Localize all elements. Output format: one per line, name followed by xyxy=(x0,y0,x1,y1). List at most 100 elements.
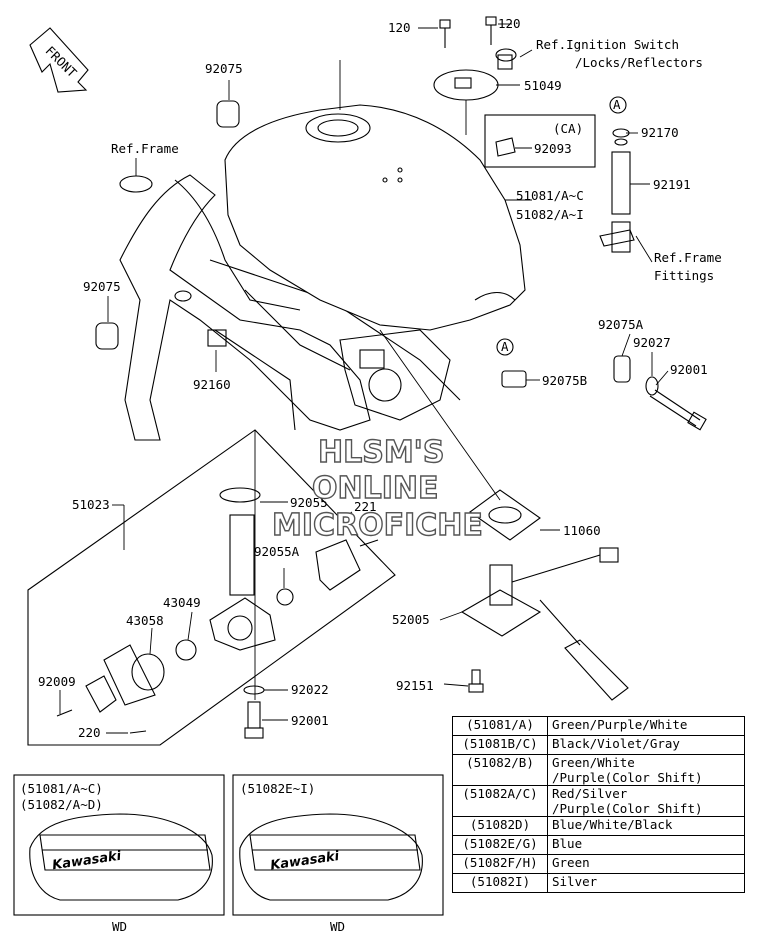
color-name: Green xyxy=(547,854,745,874)
label-43058: 43058 xyxy=(126,613,164,628)
ca-box xyxy=(484,114,596,168)
table-row: (51082I)Silver xyxy=(452,873,745,893)
bolt-120-left xyxy=(439,19,451,48)
label-92022: 92022 xyxy=(291,682,329,697)
color-name: Blue/White/Black xyxy=(547,816,745,836)
label-92170: 92170 xyxy=(641,125,679,140)
part-92075a xyxy=(613,355,631,383)
front-arrow-icon xyxy=(29,27,89,93)
label-51049: 51049 xyxy=(524,78,562,93)
watermark-line-2: ONLINE xyxy=(312,471,439,506)
color-code: (51082F/H) xyxy=(452,854,548,874)
label-51081: 51081/A~C xyxy=(516,188,584,203)
label-ref-frame-fittings-2: Fittings xyxy=(654,268,714,283)
part-92055a xyxy=(276,588,294,606)
decal-2-caption: WD xyxy=(330,919,345,934)
table-row: (51082E/G)Blue xyxy=(452,835,745,855)
table-row: (51082D)Blue/White/Black xyxy=(452,816,745,836)
label-ca: (CA) xyxy=(553,121,583,136)
label-92075-top: 92075 xyxy=(205,61,243,76)
decal-box-2 xyxy=(232,774,444,916)
part-92027 xyxy=(645,376,659,396)
label-92191: 92191 xyxy=(653,177,691,192)
gasket-11060 xyxy=(469,489,541,541)
label-11060: 11060 xyxy=(563,523,601,538)
label-92027: 92027 xyxy=(633,335,671,350)
washer-92022 xyxy=(243,685,265,695)
label-92093: 92093 xyxy=(534,141,572,156)
label-92075-left: 92075 xyxy=(83,279,121,294)
part-92055 xyxy=(219,487,261,503)
label-51082: 51082/A~I xyxy=(516,207,584,222)
part-92093 xyxy=(495,137,516,157)
color-name: Blue xyxy=(547,835,745,855)
color-name: Green/Purple/White xyxy=(547,716,745,736)
watermark-line-1: HLSM'S xyxy=(318,435,444,470)
color-code: (51081B/C) xyxy=(452,735,548,755)
hose-92191 xyxy=(599,96,635,253)
label-92055: 92055 xyxy=(290,495,328,510)
color-code: (51081/A) xyxy=(452,716,548,736)
cap-51049 xyxy=(433,69,499,101)
bolt-120-right xyxy=(485,16,497,45)
color-code: (51082I) xyxy=(452,873,548,893)
decal-1-shape xyxy=(29,813,213,901)
decal-2-shape xyxy=(239,813,423,901)
label-120-right: 120 xyxy=(498,16,521,31)
decal-1-caption: WD xyxy=(112,919,127,934)
color-code: (51082D) xyxy=(452,816,548,836)
color-code: (51082A/C) xyxy=(452,785,548,817)
knob xyxy=(85,675,117,713)
part-221-cover xyxy=(315,539,361,591)
bolt-92151 xyxy=(468,669,484,693)
lock-cylinder xyxy=(495,48,517,70)
color-name: Red/Silver /Purple(Color Shift) xyxy=(547,785,745,817)
label-ref-ignition: Ref.Ignition Switch xyxy=(536,37,679,52)
tank-underside xyxy=(339,329,451,421)
color-name: Black/Violet/Gray xyxy=(547,735,745,755)
label-43049: 43049 xyxy=(163,595,201,610)
decal-1-line-1: (51081/A~C) xyxy=(20,781,103,796)
label-92160: 92160 xyxy=(193,377,231,392)
label-92055a: 92055A xyxy=(254,544,300,559)
table-row: (51081B/C)Black/Violet/Gray xyxy=(452,735,745,755)
label-ref-frame: Ref.Frame xyxy=(111,141,179,156)
bolt-92001-right xyxy=(649,389,707,431)
color-table: (51081/A)Green/Purple/White (51081B/C)Bl… xyxy=(452,716,745,893)
label-92075a: 92075A xyxy=(598,317,644,332)
valve-lever-plate xyxy=(103,644,156,706)
label-220: 220 xyxy=(78,725,101,740)
color-name: Silver xyxy=(547,873,745,893)
watermark-line-3: MICROFICHE xyxy=(272,508,483,543)
decal-2-line-1: (51082E~I) xyxy=(240,781,315,796)
label-51023: 51023 xyxy=(72,497,110,512)
spacer-92075-left xyxy=(95,322,119,350)
screw-92009 xyxy=(56,709,73,717)
table-row: (51082/B)Green/White /Purple(Color Shift… xyxy=(452,754,745,786)
spacer-92075-top xyxy=(216,100,240,128)
part-43058 xyxy=(131,653,165,691)
color-code: (51082E/G) xyxy=(452,835,548,855)
label-221: 221 xyxy=(354,499,377,514)
table-row: (51082A/C)Red/Silver /Purple(Color Shift… xyxy=(452,785,745,817)
leader-lines xyxy=(59,23,669,734)
decal-box-1 xyxy=(13,774,225,916)
circle-a-mid-label: A xyxy=(501,339,509,354)
color-code: (51082/B) xyxy=(452,754,548,786)
bolt-92001-bottom xyxy=(244,701,264,739)
table-row: (51082F/H)Green xyxy=(452,854,745,874)
label-120-left: 120 xyxy=(388,20,411,35)
fuel-valve-assembly-box xyxy=(27,429,396,746)
strainer xyxy=(229,514,255,596)
circle-a-top-label: A xyxy=(613,97,621,112)
part-92075b xyxy=(501,370,527,388)
valve-body xyxy=(209,597,276,651)
label-92001-right: 92001 xyxy=(670,362,708,377)
label-92151: 92151 xyxy=(396,678,434,693)
label-ref-ignition-2: /Locks/Reflectors xyxy=(575,55,703,70)
color-name: Green/White /Purple(Color Shift) xyxy=(547,754,745,786)
screw-220 xyxy=(129,730,147,734)
decal-1-line-2: (51082/A~D) xyxy=(20,797,103,812)
label-92001-bottom: 92001 xyxy=(291,713,329,728)
